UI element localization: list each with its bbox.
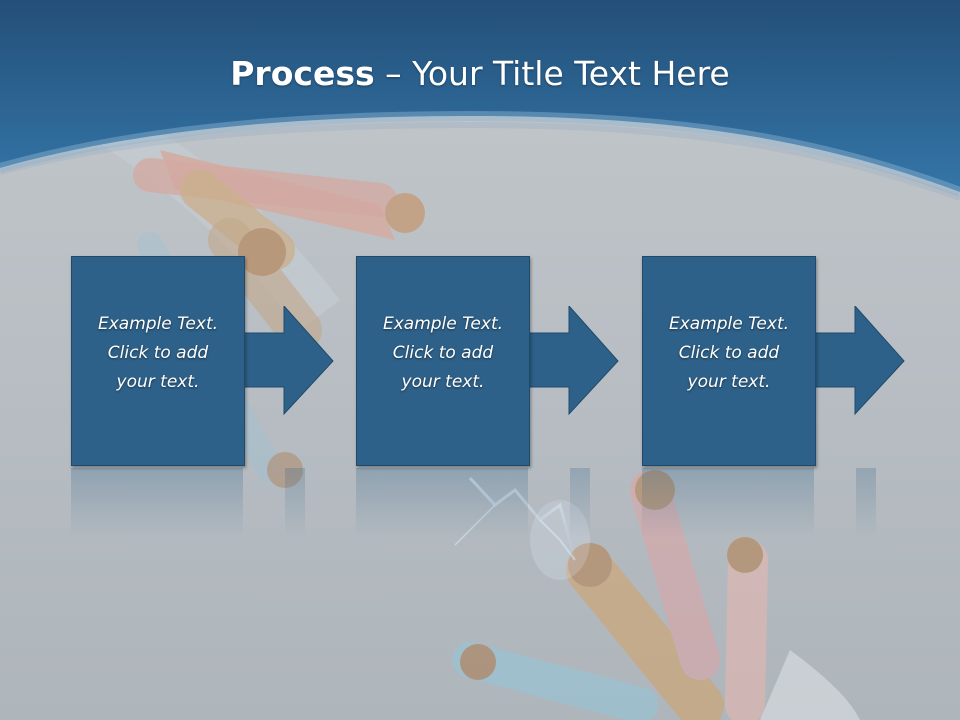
process-step-2[interactable]: Example Text. Click to add your text. xyxy=(356,256,692,538)
slide-title[interactable]: Process – Your Title Text Here xyxy=(0,52,960,96)
step-text-line: Click to add xyxy=(107,343,209,363)
title-rest-part: – Your Title Text Here xyxy=(374,54,730,93)
cable-wires-image xyxy=(452,470,860,720)
title-bold-part: Process xyxy=(230,54,375,93)
arrow-reflection xyxy=(570,468,590,538)
process-step-1[interactable]: Example Text. Click to add your text. xyxy=(71,256,407,538)
process-box[interactable] xyxy=(356,256,530,466)
step-text-line: Click to add xyxy=(678,343,780,363)
process-step-text[interactable]: Example Text. Click to add your text. xyxy=(73,310,243,397)
process-step-text[interactable]: Example Text. Click to add your text. xyxy=(644,310,814,397)
process-box[interactable] xyxy=(71,256,245,466)
box-reflection xyxy=(356,468,528,538)
right-arrow-icon xyxy=(526,306,619,416)
step-text-line: Click to add xyxy=(392,343,494,363)
lightning-spark-image xyxy=(454,476,590,580)
step-text-line: your text. xyxy=(401,372,485,392)
arrow-reflection xyxy=(285,468,305,538)
right-arrow-icon xyxy=(812,306,905,416)
step-text-line: Example Text. xyxy=(382,314,504,334)
step-text-line: Example Text. xyxy=(97,314,219,334)
process-step-3[interactable]: Example Text. Click to add your text. xyxy=(642,256,960,538)
box-reflection xyxy=(642,468,814,538)
right-arrow-icon xyxy=(241,306,334,416)
process-step-text[interactable]: Example Text. Click to add your text. xyxy=(358,310,528,397)
step-text-line: Example Text. xyxy=(668,314,790,334)
step-text-line: your text. xyxy=(116,372,200,392)
arrow-reflection xyxy=(856,468,876,538)
box-reflection xyxy=(71,468,243,538)
process-box[interactable] xyxy=(642,256,816,466)
step-text-line: your text. xyxy=(687,372,771,392)
